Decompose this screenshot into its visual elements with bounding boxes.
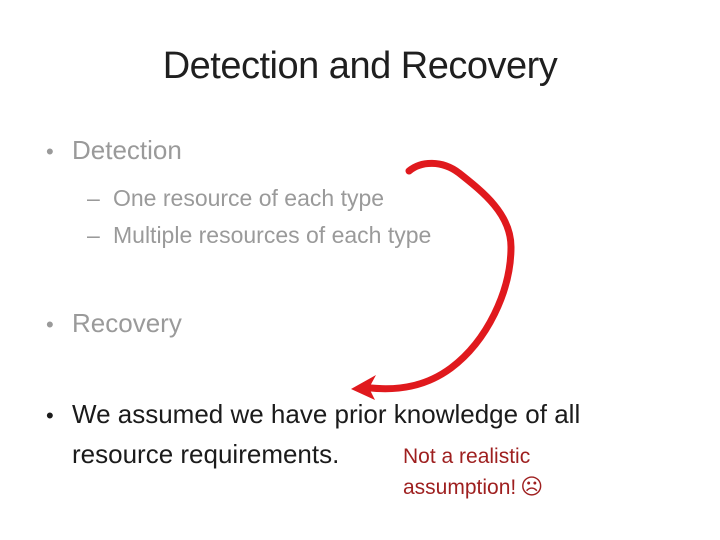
bullet-recovery: • Recovery bbox=[46, 306, 182, 342]
sad-face-icon: ☹ bbox=[520, 474, 544, 499]
dash-bullet-icon: – bbox=[87, 185, 100, 211]
bullet-assumption-line2: resource requirements. bbox=[72, 437, 339, 471]
bullet-assumption-line1: • We assumed we have prior knowledge of a… bbox=[46, 397, 580, 433]
slide-title: Detection and Recovery bbox=[162, 45, 558, 87]
sub-bullet-one-resource-label: One resource of each type bbox=[113, 185, 385, 211]
bullet-icon: • bbox=[46, 403, 54, 428]
bullet-icon: • bbox=[46, 312, 54, 337]
curved-arrow-stroke bbox=[367, 159, 515, 393]
bullet-icon: • bbox=[46, 139, 54, 164]
note-red-line2: assumption!☹ bbox=[403, 472, 543, 503]
note-red-line1: Not a realistic bbox=[403, 445, 531, 468]
dash-bullet-icon: – bbox=[87, 222, 100, 248]
bullet-detection: • Detection bbox=[46, 133, 182, 169]
sub-bullet-one-resource: –One resource of each type bbox=[87, 183, 384, 213]
bullet-detection-label: Detection bbox=[72, 135, 182, 165]
bullet-assumption-text-line1: We assumed we have prior knowledge of al… bbox=[72, 399, 581, 429]
sub-bullet-multiple-resources: –Multiple resources of each type bbox=[87, 220, 431, 250]
note-red-line2-text: assumption! bbox=[403, 476, 517, 499]
bullet-recovery-label: Recovery bbox=[72, 308, 182, 338]
sub-bullet-multiple-resources-label: Multiple resources of each type bbox=[113, 222, 432, 248]
bullet-assumption-text-line2: resource requirements. bbox=[72, 439, 340, 469]
